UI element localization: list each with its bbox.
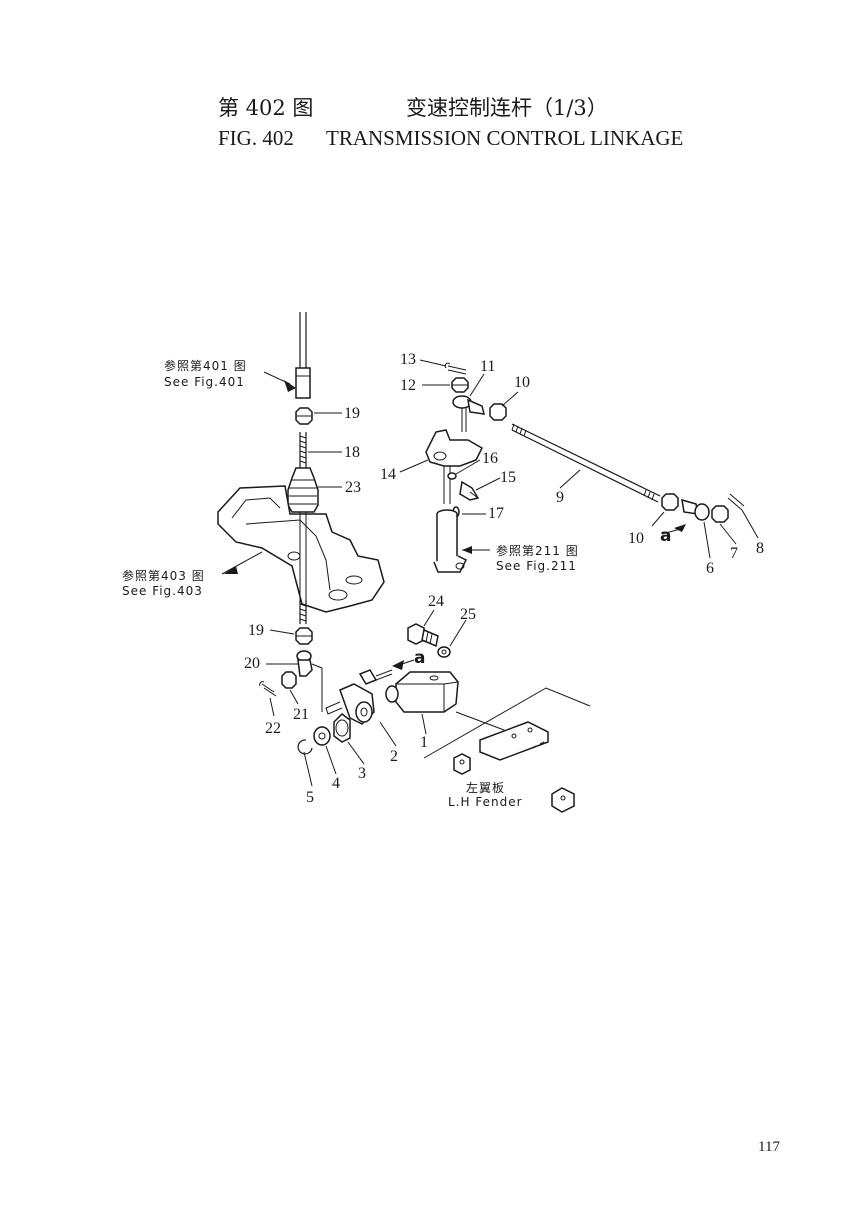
figure-title-english: FIG. 402 TRANSMISSION CONTROL LINKAGE [218,126,683,151]
bolt-15 [459,480,480,501]
ref-fig401-en: See Fig.401 [164,375,245,389]
callout-6: 6 [706,560,714,577]
callout-7: 7 [730,545,738,562]
callout-25: 25 [460,606,476,623]
threaded-stud-18 [299,432,307,468]
rubber-boot-23 [287,467,319,513]
lower-stud [299,600,307,624]
figure-number-english: FIG. 402 [218,126,294,150]
fender-plate [423,687,591,813]
ref-fender-en: L.H Fender [448,795,523,809]
callout-5: 5 [306,789,314,806]
marker-a-right: a [660,526,671,546]
nut-19-lower [295,627,313,645]
callout-22: 22 [265,720,281,737]
housing-1 [385,671,459,713]
nut-12 [451,377,469,393]
callout-9: 9 [556,489,564,506]
washer-4 [313,726,331,746]
marker-a-lower: a [414,648,425,668]
lock-nut-10-upper [489,403,507,421]
ref-fig211-cn: 参照第211 图 [496,543,579,558]
snap-ring-5 [297,739,313,755]
callout-1: 1 [420,734,428,751]
mounting-bracket [217,485,385,613]
callout-18: 18 [344,444,360,461]
callout-19-upper: 19 [344,405,360,422]
figure-name-english: TRANSMISSION CONTROL LINKAGE [326,126,684,150]
callout-10-upper: 10 [514,374,530,391]
callout-19-lower: 19 [248,622,264,639]
figure-number-chinese: 第 402 图 [218,96,314,120]
bolt-24 [407,623,439,648]
callout-4: 4 [332,775,340,792]
callout-12: 12 [400,377,416,394]
callout-17: 17 [488,505,504,522]
callout-8: 8 [756,540,764,557]
ball-joint-6 [681,498,710,521]
callout-16: 16 [482,450,498,467]
callout-20: 20 [244,655,260,672]
page-number: 117 [758,1139,780,1155]
callout-10-lower: 10 [628,530,644,547]
figure-name-chinese: 变速控制连杆（1/3） [406,96,608,120]
callout-15: 15 [500,469,516,486]
ref-fig211-en: See Fig.211 [496,559,577,573]
washer-25 [437,646,451,658]
bell-crank-2 [325,669,393,725]
callout-14: 14 [380,466,396,483]
lever-14 [425,429,483,504]
cotter-pin-22 [259,681,277,697]
shift-shaft [433,509,468,573]
lock-nut-10-lower [661,493,679,511]
callout-3: 3 [358,765,366,782]
ref-fig403-en: See Fig.403 [122,584,203,598]
callout-11: 11 [480,358,495,375]
nut-21 [281,671,297,689]
linkage-rod-9 [511,423,661,503]
reference-arrows [224,380,686,670]
upper-lever-rod [295,312,311,399]
ball-joint-20 [296,650,323,712]
figure-title-chinese: 第 402 图 变速控制连杆（1/3） [218,92,608,122]
washer-16 [447,472,457,480]
bushing-3 [333,713,351,743]
cotter-pin-8 [727,493,745,511]
callout-13: 13 [400,351,416,368]
callout-21: 21 [293,706,309,723]
callout-2: 2 [390,748,398,765]
nut-19-upper [295,407,313,425]
callout-24: 24 [428,593,444,610]
cotter-pin-13 [444,362,467,375]
ref-fig401-cn: 参照第401 图 [164,358,247,373]
ball-joint-11 [452,395,485,432]
ref-fig403-cn: 参照第403 图 [122,568,205,583]
ref-fender-cn: 左翼板 [466,780,505,795]
nut-7 [711,505,729,523]
callout-23: 23 [345,479,361,496]
